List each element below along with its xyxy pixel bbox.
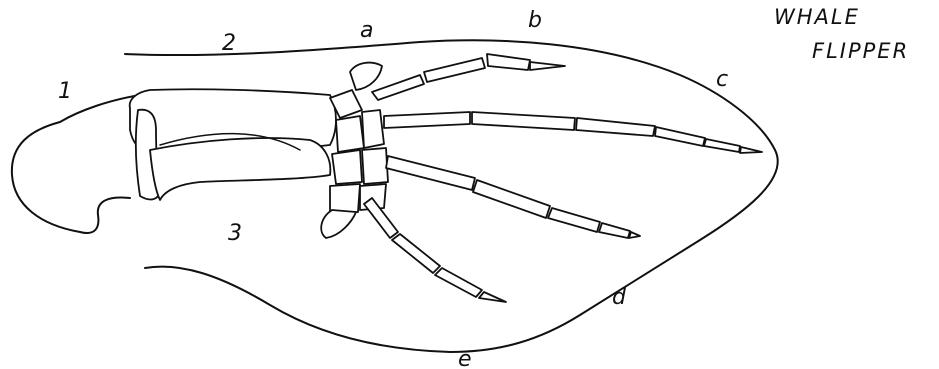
diagram-title: WHALE FLIPPER (774, 5, 909, 63)
label-b: b (528, 8, 542, 33)
label-d: d (612, 285, 627, 310)
label-2: 2 (222, 31, 236, 56)
label-c: c (716, 67, 728, 92)
label-1: 1 (58, 79, 72, 104)
title-line-2: FLIPPER (812, 39, 909, 63)
digit-1 (372, 54, 565, 100)
digit-3 (386, 156, 640, 238)
label-e: e (458, 347, 472, 369)
title-line-1: WHALE (774, 5, 860, 29)
label-3: 3 (228, 221, 242, 246)
label-a: a (360, 18, 373, 43)
digit-5-thumb (321, 210, 356, 238)
digit-2 (384, 112, 762, 153)
digit-4 (364, 198, 506, 302)
carpal-bones (330, 63, 388, 214)
